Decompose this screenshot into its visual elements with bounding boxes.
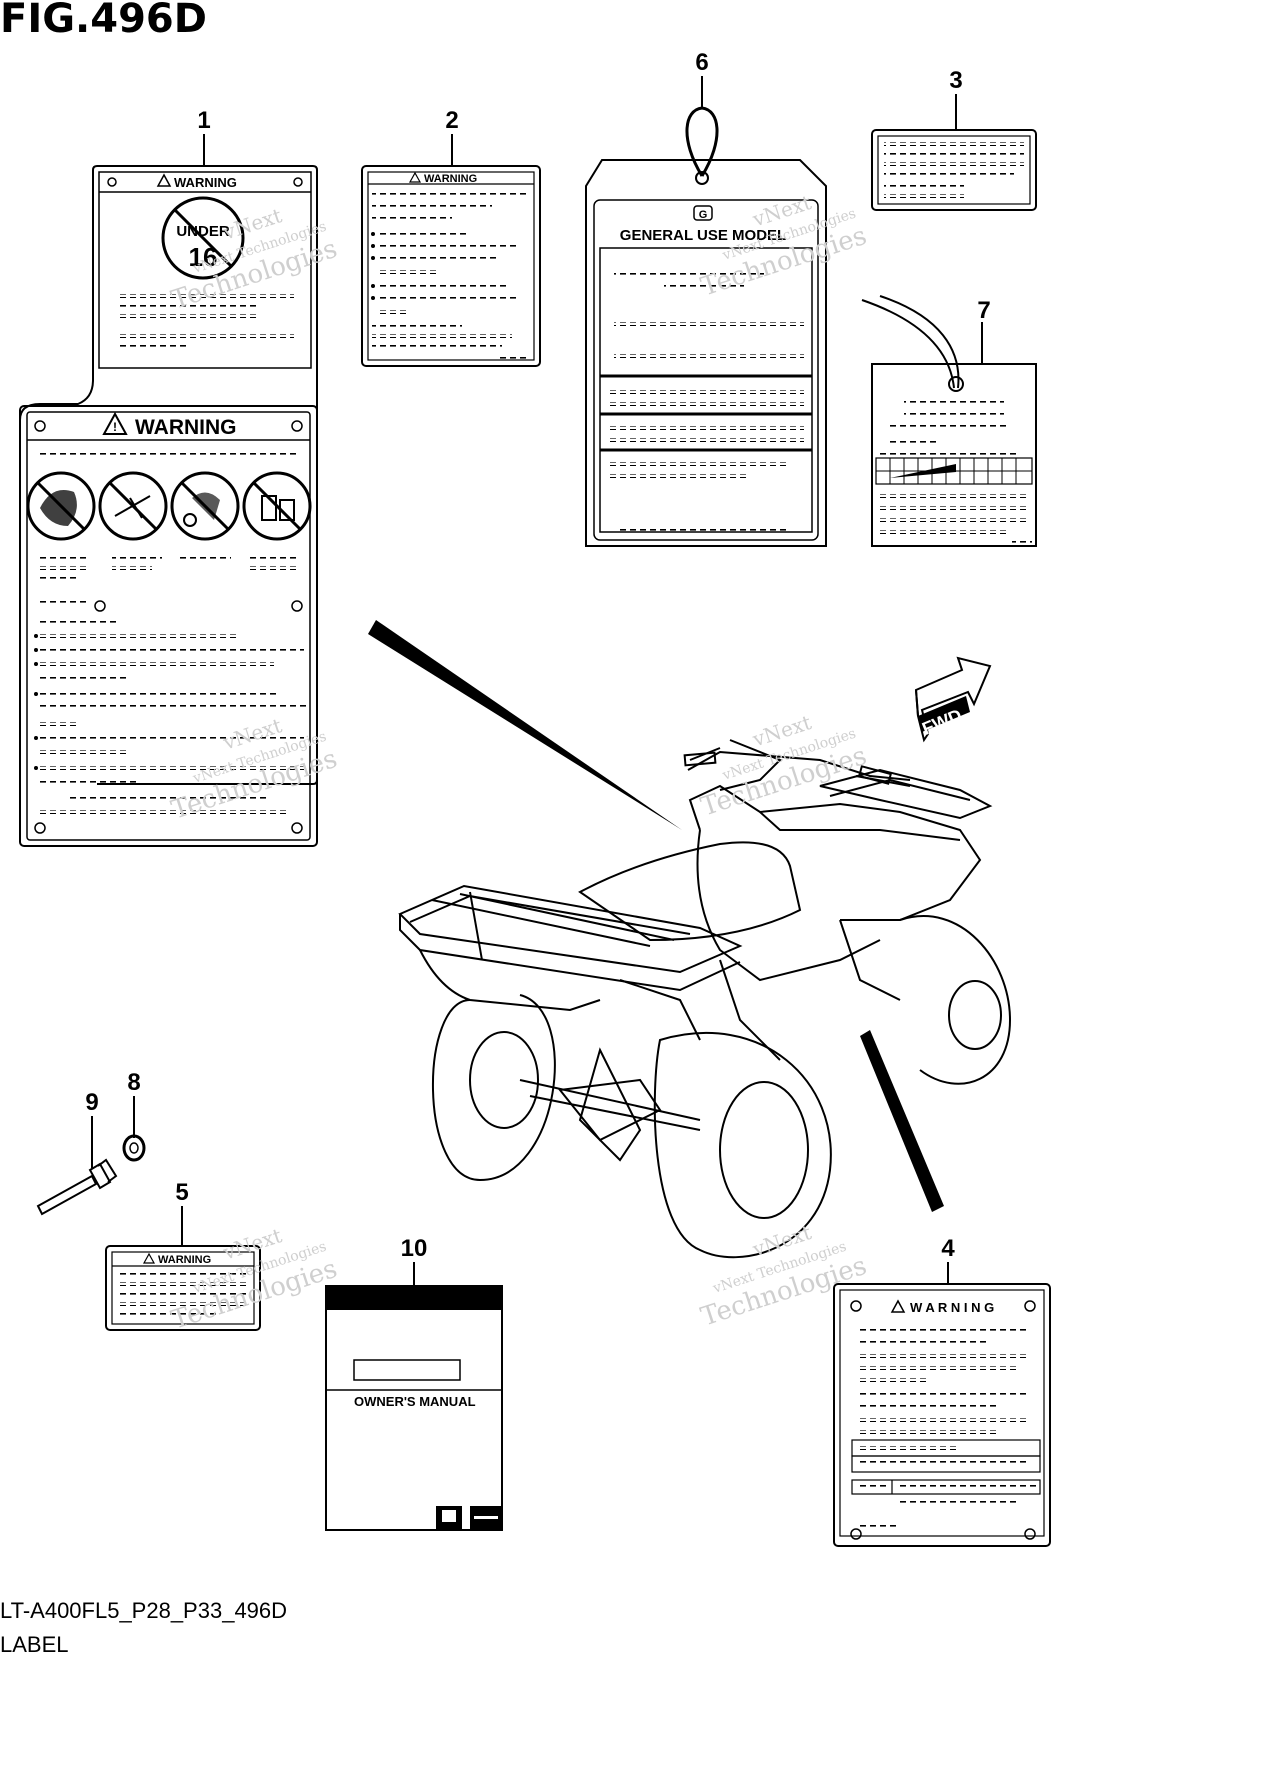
label-4-warning: W A R N I N G xyxy=(833,1283,1051,1547)
part-8-washer xyxy=(122,1134,146,1162)
label-6-general-use-tag: G GENERAL USE MODEL xyxy=(585,106,827,547)
part-10-owners-manual: OWNER'S MANUAL xyxy=(325,1285,503,1531)
label-5-warning-text: WARNING xyxy=(158,1254,211,1266)
callout-5: 5 xyxy=(175,1179,188,1206)
tag-letter: G xyxy=(699,209,708,221)
label-2-warning: WARNING xyxy=(361,165,541,367)
figure-title: FIG.496D xyxy=(0,0,207,42)
label-5-warning: WARNING xyxy=(105,1245,261,1331)
label-1-lower-warning-text: WARNING xyxy=(135,416,237,439)
callout-7: 7 xyxy=(977,297,990,324)
label-1-under-text: UNDER xyxy=(176,223,230,240)
label-7-hang-tag xyxy=(861,295,1037,547)
prohibition-icons xyxy=(26,471,312,541)
label-1-age-text: 16 xyxy=(189,242,218,272)
callout-6: 6 xyxy=(695,49,708,76)
callout-9: 9 xyxy=(85,1089,98,1116)
label-2-warning-text: WARNING xyxy=(424,173,477,185)
figure-code: LT-A400FL5_P28_P33_496D xyxy=(0,1598,288,1623)
owners-manual-text: OWNER'S MANUAL xyxy=(354,1394,476,1409)
callout-2: 2 xyxy=(445,107,458,134)
watermark-3: vNext vNext Technologies Technologies xyxy=(168,713,341,825)
figure-subtitle: LABEL xyxy=(0,1632,69,1657)
callouts xyxy=(91,76,983,1286)
atv-vehicle-drawing xyxy=(368,620,1012,1259)
general-use-model-text: GENERAL USE MODEL xyxy=(620,227,786,244)
part-9-rivet xyxy=(36,1158,118,1216)
callout-3: 3 xyxy=(949,67,962,94)
callout-10: 10 xyxy=(401,1235,428,1262)
label-3 xyxy=(871,129,1037,211)
callout-4: 4 xyxy=(941,1235,955,1262)
watermark-6: vNext vNext Technologies Technologies xyxy=(697,1220,870,1332)
label-4-warning-text: W A R N I N G xyxy=(910,1300,994,1315)
label-1-warning-lower: ! WARNING xyxy=(19,405,318,847)
label-1-warning-upper: WARNING UNDER 16 xyxy=(19,165,318,785)
label-1-warning-text: WARNING xyxy=(174,175,237,190)
callout-1: 1 xyxy=(197,107,210,134)
fwd-direction-arrow: FWD xyxy=(914,656,992,743)
svg-text:!: ! xyxy=(113,420,117,434)
callout-8: 8 xyxy=(127,1069,140,1096)
